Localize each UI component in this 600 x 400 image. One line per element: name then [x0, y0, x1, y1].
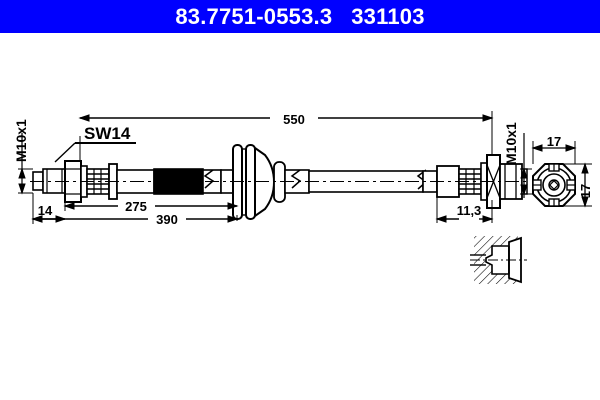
dim-label-hex-height: 17	[578, 184, 593, 198]
sw14-callout: SW14	[54, 124, 136, 163]
technical-drawing-canvas: 550 390 275 14 11,3 M10x1 M10x1 SW14	[0, 33, 600, 400]
title-bar-text: 83.7751-0553.3 331103	[175, 3, 425, 29]
dim-label-hex-width: 17	[547, 134, 561, 149]
section-detail-view	[470, 236, 527, 284]
dim-label-14: 14	[38, 203, 53, 218]
dim-label-11-3: 11,3	[457, 203, 482, 218]
dim-label-390: 390	[156, 212, 178, 227]
dim-11-3	[435, 192, 494, 223]
hose-assembly	[30, 144, 530, 220]
thread-label-right: M10x1	[503, 122, 519, 165]
dim-thread-right	[520, 133, 532, 198]
title-bar: 83.7751-0553.3 331103	[0, 0, 600, 33]
dim-overall-550	[78, 111, 494, 160]
thread-label-left: M10x1	[13, 119, 29, 162]
dimension-lines	[18, 111, 532, 224]
end-view-dimensions	[531, 141, 592, 208]
dim-14	[31, 215, 67, 223]
dim-label-550: 550	[283, 112, 305, 127]
dim-thread-left	[18, 133, 33, 195]
sw14-label: SW14	[84, 124, 131, 143]
end-view-hex	[532, 163, 576, 207]
dim-275	[63, 202, 239, 211]
dim-label-275: 275	[125, 199, 147, 214]
